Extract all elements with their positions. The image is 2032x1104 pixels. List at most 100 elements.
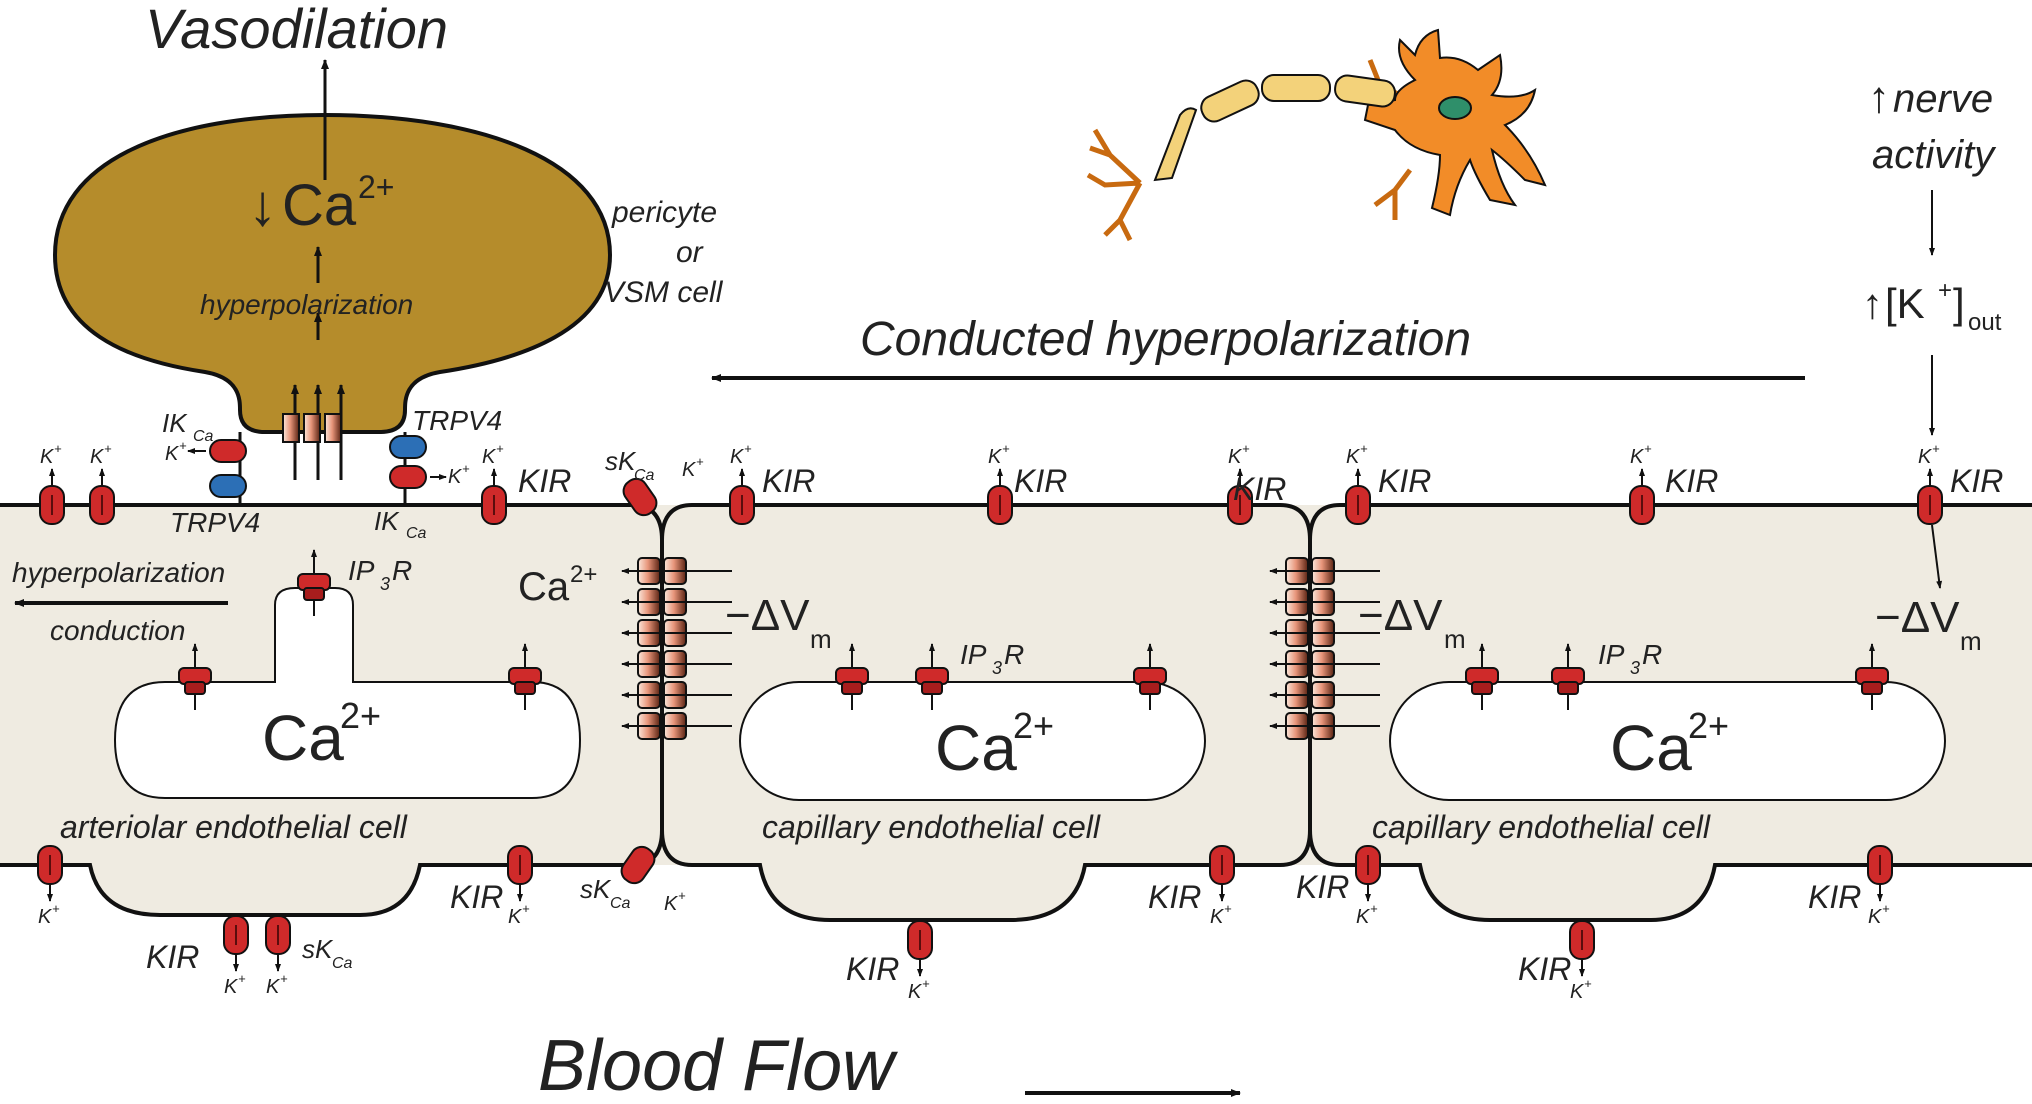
pericyte-hyperpolarization-label: hyperpolarization <box>200 289 413 320</box>
pericyte-ca-charge: 2+ <box>358 169 394 205</box>
nerve-label-line2: activity <box>1872 133 1997 177</box>
kir-channel-icon: K+ <box>1629 441 1655 525</box>
ca-gap-charge: 2+ <box>570 561 597 588</box>
k-ion-plus: + <box>1224 901 1232 916</box>
dvm-label-2-sub: m <box>1444 624 1466 654</box>
dvm-label-3: −ΔV <box>1875 593 1960 642</box>
skca-top-label: sK <box>605 446 637 476</box>
kir-label: KIR <box>450 879 503 915</box>
pericyte-name-line1: pericyte <box>611 196 717 229</box>
ca-store-label-2: Ca <box>935 712 1017 784</box>
conducted-hyperpolarization-label: Conducted hyperpolarization <box>860 313 1471 366</box>
k-ion-label: K <box>730 446 745 468</box>
k-ion-label: K <box>988 446 1003 468</box>
k-ion-plus: + <box>1644 441 1652 456</box>
ip3r-label-2-end: R <box>1004 639 1024 670</box>
kir-label: KIR <box>1665 463 1718 499</box>
k-ion-label: K <box>1570 981 1585 1003</box>
ca-store-label-3: Ca <box>1610 712 1692 784</box>
ca-gap-label: Ca <box>518 565 570 609</box>
ip3r-channel-icon <box>1855 643 1889 710</box>
k-ion-plus: + <box>922 976 930 991</box>
k-ion-plus: + <box>54 441 62 456</box>
skca-bottom-label: sK <box>580 874 612 904</box>
ip3r-channel-icon <box>835 643 869 710</box>
k-ion-label: K <box>908 981 923 1003</box>
skca-channel-icon <box>620 845 656 885</box>
kir-label: KIR <box>1014 463 1067 499</box>
skca-top-sub: Ca <box>634 467 655 484</box>
gap-junction-icon <box>621 650 732 678</box>
k-ion-label: K <box>1630 446 1645 468</box>
ip3r-label-3-sub: 3 <box>1630 658 1640 678</box>
trpv4-right-label: TRPV4 <box>412 405 502 436</box>
capillary-er-store-1 <box>739 681 1206 801</box>
skca-basal-label: sK <box>302 934 334 964</box>
skca-channel-icon <box>622 477 658 517</box>
hyperpolarization-conduction-line2: conduction <box>50 615 185 646</box>
ca-store-charge-3: 2+ <box>1688 705 1729 746</box>
dvm-label-3-sub: m <box>1960 626 1982 656</box>
ikca-left-k-plus: + <box>179 438 187 453</box>
ip3r-label-3: IP <box>1598 639 1625 670</box>
k-ion-label: K <box>1868 906 1883 928</box>
ikca-right-label: IK <box>374 506 400 536</box>
trpv4-channel-right <box>389 435 427 459</box>
endothelial-gap-junctions <box>621 557 1380 740</box>
ca-store-label-1: Ca <box>262 702 344 774</box>
ip3r-channel-icon <box>1465 643 1499 710</box>
pericyte-ca-arrow: ↓ <box>248 173 277 238</box>
kir-label: KIR <box>846 951 899 987</box>
skca-top-k: K <box>682 459 697 481</box>
capillary-cell-label-1: capillary endothelial cell <box>762 809 1101 845</box>
gap-junction-icon <box>621 681 732 709</box>
dvm-label-1-sub: m <box>810 624 832 654</box>
kir-channel-icon: K+ <box>1569 920 1595 1003</box>
k-ion-label: K <box>1918 446 1933 468</box>
kir-channel-icon: K+ <box>37 845 63 928</box>
kir-channel-icon: K+ <box>1867 845 1893 928</box>
ikca-right-sub: Ca <box>406 525 427 542</box>
k-ion-plus: + <box>1370 901 1378 916</box>
k-ion-label: K <box>90 446 105 468</box>
k-ion-plus: + <box>1002 441 1010 456</box>
pericyte-name-line2: or <box>676 236 704 269</box>
k-ion-plus: + <box>744 441 752 456</box>
kir-channel-icon: K+ <box>1209 845 1235 928</box>
gap-junction-icon <box>1269 557 1380 585</box>
pericyte-channels <box>209 435 427 498</box>
dvm-label-1: −ΔV <box>725 591 810 640</box>
k-ion-plus: + <box>280 971 288 986</box>
kir-channel-icon: K+ <box>729 441 755 525</box>
k-ion-plus: + <box>1882 901 1890 916</box>
kir-channel-icon: K+ <box>987 441 1013 525</box>
ip3r-channel-icon <box>915 643 949 710</box>
skca-basal-sub: Ca <box>332 955 353 972</box>
ip3r-label-1-sub: 3 <box>380 574 390 594</box>
gap-junction-icon <box>621 557 732 585</box>
k-ion-plus: + <box>104 441 112 456</box>
hyperpolarization-conduction-line1: hyperpolarization <box>12 557 225 588</box>
ip3r-label-1-end: R <box>392 555 412 586</box>
kir-label: KIR <box>1296 869 1349 905</box>
kir-label: KIR <box>1378 463 1431 499</box>
k-ion-label: K <box>508 906 523 928</box>
ikca-right-k: K <box>448 466 463 488</box>
gap-junction-icon <box>1269 712 1380 740</box>
ca-store-charge-2: 2+ <box>1013 705 1054 746</box>
kir-label: KIR <box>1950 463 2003 499</box>
k-out-arrow: ↑ <box>1862 280 1883 327</box>
ip3r-label-2-sub: 3 <box>992 658 1002 678</box>
gap-junction-icon <box>1269 619 1380 647</box>
kir-label: KIR <box>762 463 815 499</box>
k-ion-plus: + <box>1242 441 1250 456</box>
k-ion-label: K <box>38 906 53 928</box>
k-ion-plus: + <box>52 901 60 916</box>
kir-label: KIR <box>518 463 571 499</box>
kir-label: KIR <box>146 939 199 975</box>
ip3r-channel-icon <box>178 643 212 710</box>
kir-channel-icon: K+ <box>481 441 507 525</box>
k-ion-label: K <box>40 446 55 468</box>
basal-membrane-right <box>1308 829 2032 922</box>
